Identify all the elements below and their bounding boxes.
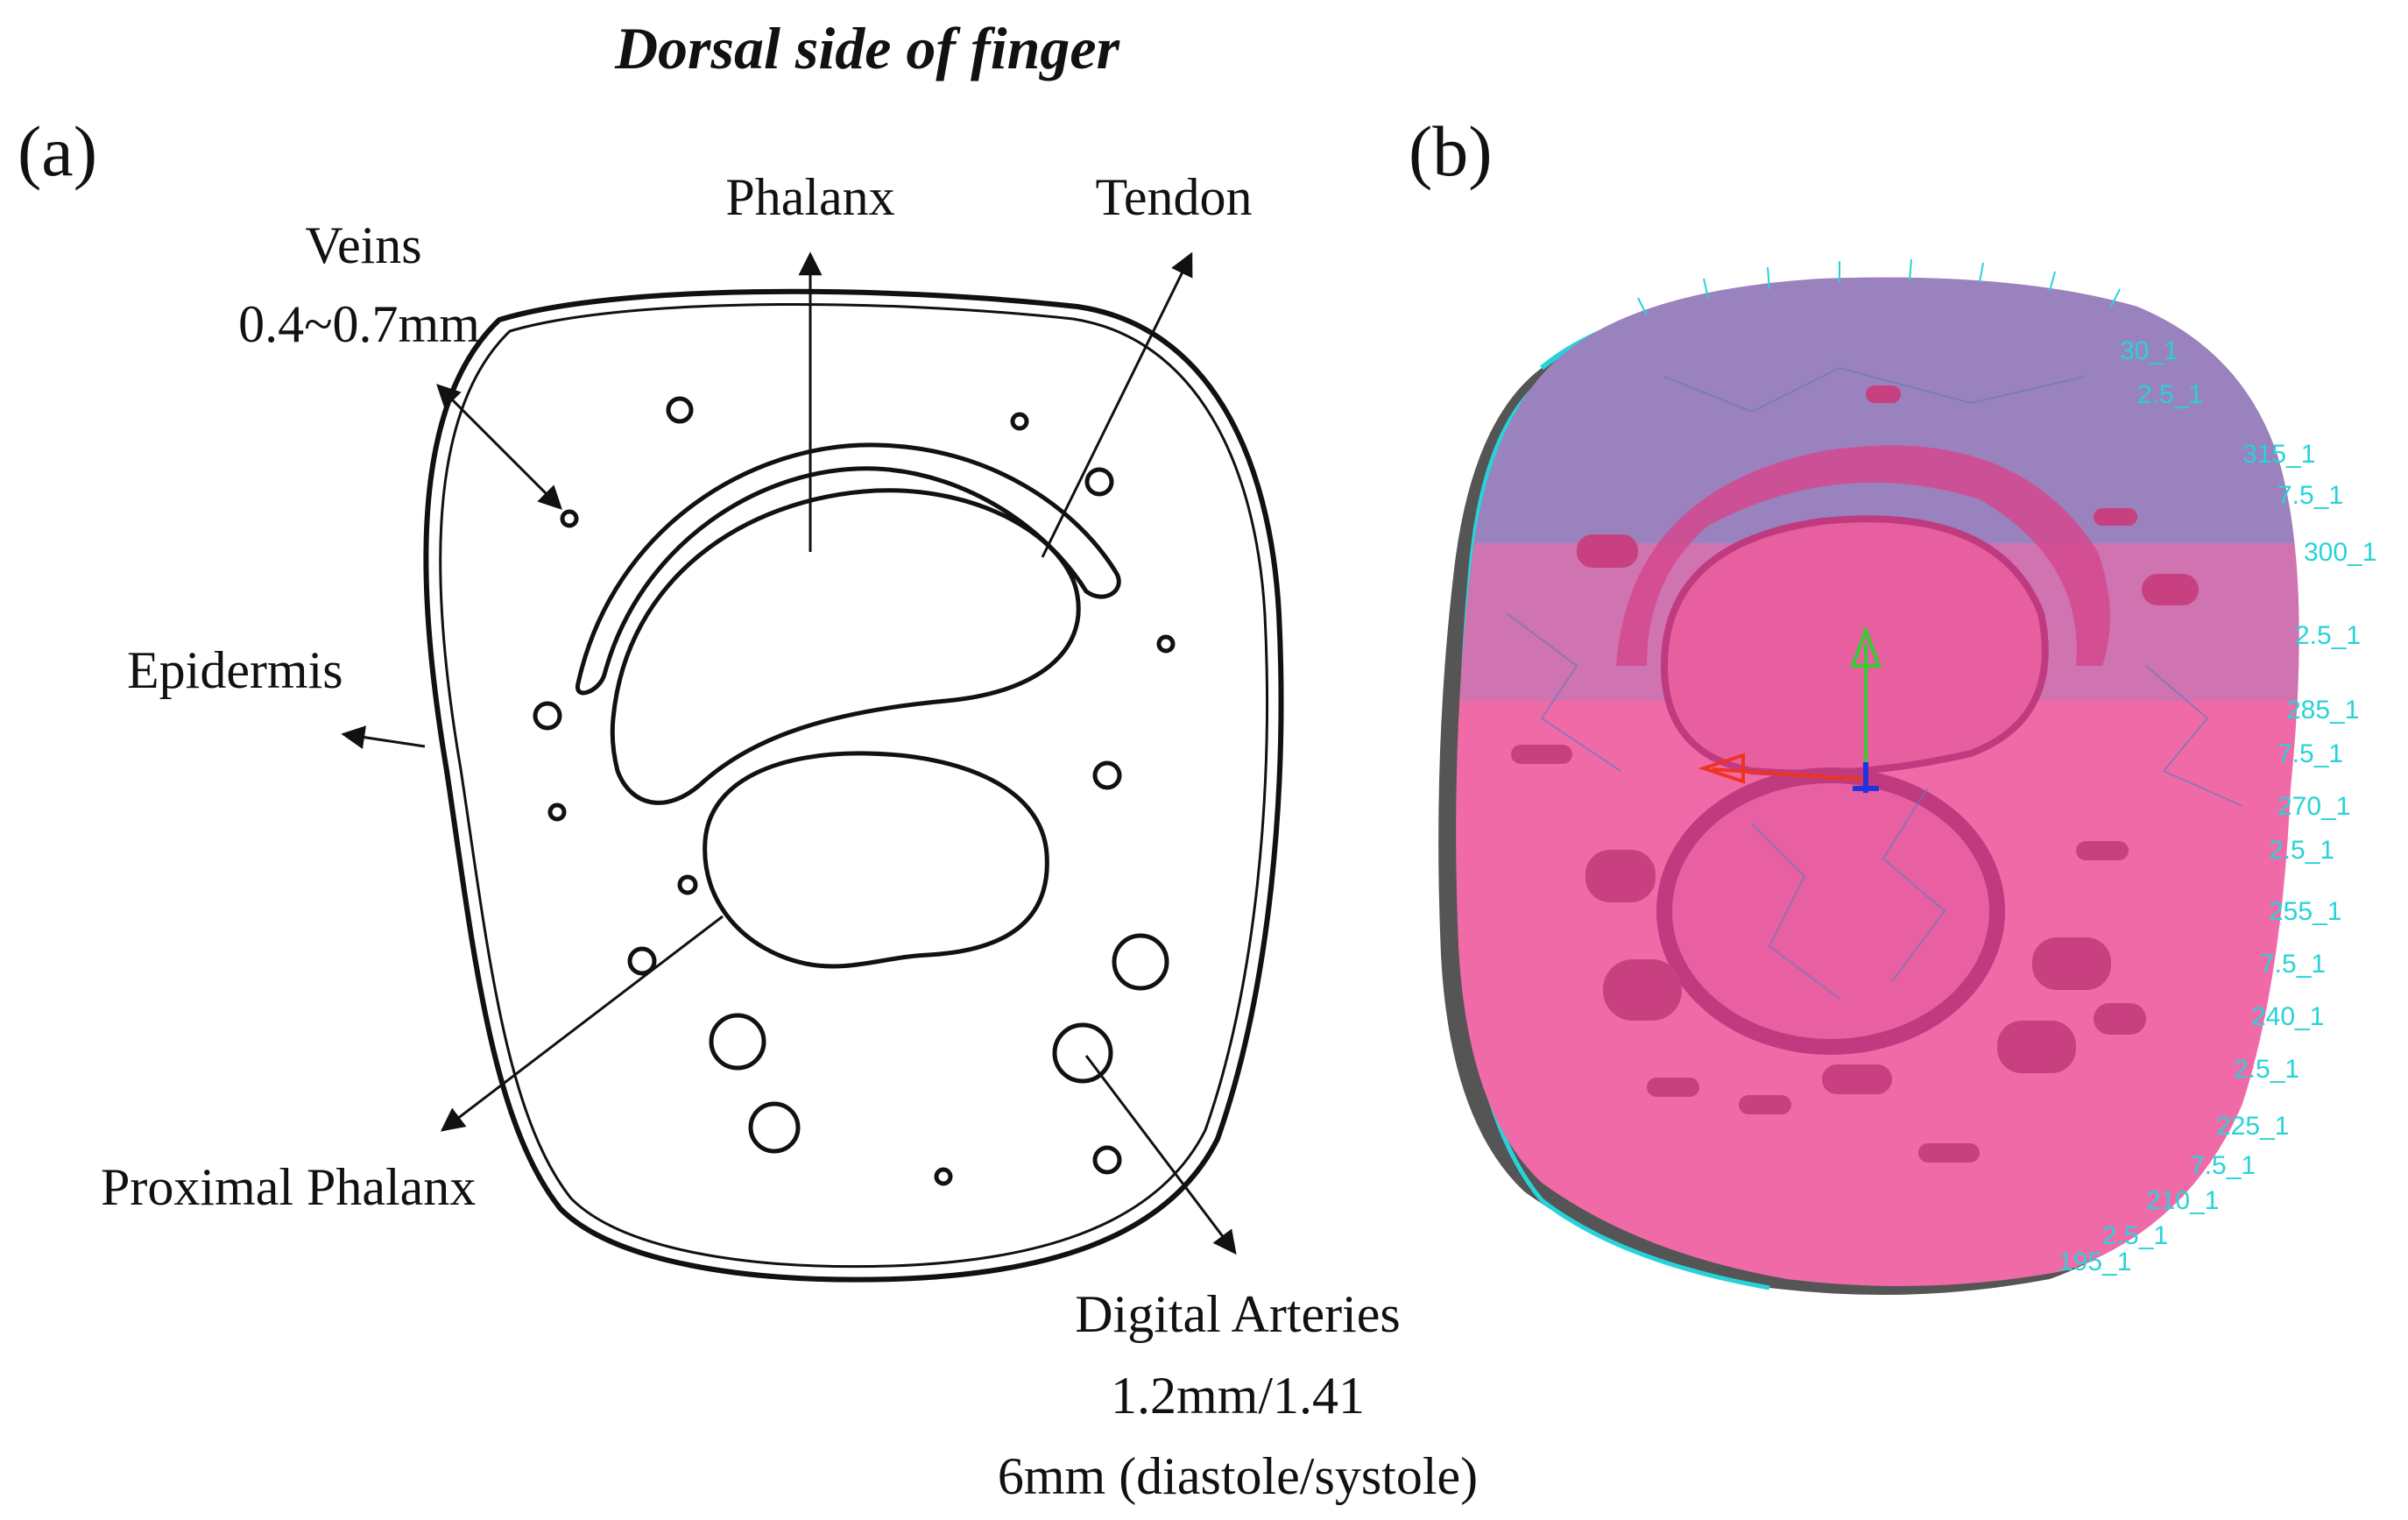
mesh-label: 300_1 xyxy=(2304,538,2376,567)
panel-a-diagram xyxy=(423,288,1284,1283)
mesh-wires xyxy=(1506,366,2243,1000)
mesh-label: 2.5_1 xyxy=(2137,380,2203,409)
mesh-label: 2.5_1 xyxy=(2102,1221,2168,1250)
mesh-label: 270_1 xyxy=(2277,792,2350,821)
mesh-label-column: 315_1 7.5_1 300_1 2.5_1 285_1 7.5_1 270_1 2.5_1… xyxy=(2058,336,2376,1276)
mesh-label: 285_1 xyxy=(2286,696,2359,725)
mesh-label: 225_1 xyxy=(2216,1112,2289,1141)
label-epidermis: Epidermis xyxy=(127,641,343,699)
mesh-label: 7.5_1 xyxy=(2190,1151,2256,1180)
proximal-phalanx-shape xyxy=(703,751,1049,969)
panel-label-b: (b) xyxy=(1409,111,1493,191)
mesh-label: 7.5_1 xyxy=(2277,739,2343,768)
mesh-label: 255_1 xyxy=(2269,897,2341,926)
model-phalanx xyxy=(1660,515,2049,777)
tendon-shape xyxy=(576,442,1121,696)
model-vessels xyxy=(1511,385,2199,1163)
mesh-label: 240_1 xyxy=(2251,1002,2324,1031)
model-tendon xyxy=(1616,445,2110,666)
mesh-label: 2.5_1 xyxy=(2234,1055,2299,1084)
mesh-label: 195_1 xyxy=(2058,1248,2131,1276)
label-arteries-line3: 6mm (diastole/systole) xyxy=(998,1447,1478,1505)
mesh-label: 210_1 xyxy=(2146,1186,2219,1215)
mesh-label: 2.5_1 xyxy=(2295,621,2361,650)
panel-b-model xyxy=(1438,258,2299,1295)
label-arteries-name: Digital Arteries xyxy=(1075,1285,1401,1343)
mesh-top-edge xyxy=(1637,258,2121,316)
phalanx-shape xyxy=(610,488,1081,805)
figure-title: Dorsal side of finger xyxy=(614,15,1120,81)
epidermis-inner-outline xyxy=(439,302,1268,1269)
panel-label-a: (a) xyxy=(18,111,97,191)
mesh-label: 315_1 xyxy=(2242,440,2315,469)
mesh-label: 7.5_1 xyxy=(2277,481,2343,510)
mesh-label: 7.5_1 xyxy=(2260,950,2326,979)
vessel-circles xyxy=(533,396,1176,1186)
arteries-arrow xyxy=(1084,1055,1237,1255)
model-proximal-phalanx xyxy=(1656,767,2005,1055)
mesh-label: 2.5_1 xyxy=(2269,836,2334,865)
label-veins-name: Veins xyxy=(305,216,421,274)
annotation-arrows xyxy=(341,251,1237,1255)
mesh-label: 30_1 xyxy=(2120,336,2178,365)
label-arteries-line2: 1.2mm/1.41 xyxy=(1111,1367,1365,1425)
label-tendon: Tendon xyxy=(1095,168,1252,226)
tendon-arrow xyxy=(1041,251,1193,558)
epidermis-arrow xyxy=(341,725,426,749)
label-proximal-phalanx: Proximal Phalanx xyxy=(101,1158,476,1216)
proximal-phalanx-arrow xyxy=(440,915,724,1132)
label-phalanx: Phalanx xyxy=(725,168,894,226)
label-veins-size: 0.4~0.7mm xyxy=(238,295,480,353)
axis-triad xyxy=(1698,626,1882,793)
veins-arrow xyxy=(436,384,562,510)
epidermis-outline xyxy=(423,288,1284,1283)
